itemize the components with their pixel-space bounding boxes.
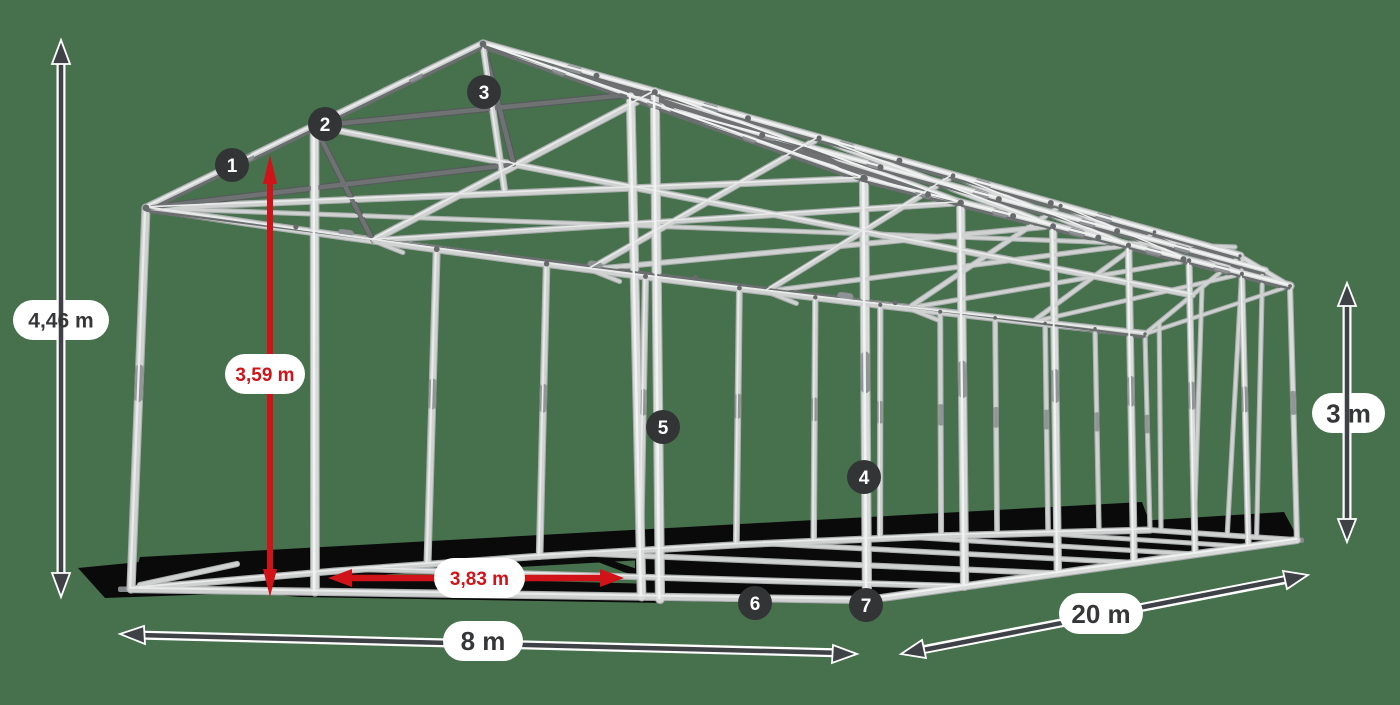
svg-text:4,46 m: 4,46 m xyxy=(28,310,93,333)
svg-text:6: 6 xyxy=(750,594,761,615)
svg-text:8 m: 8 m xyxy=(461,626,506,656)
svg-text:5: 5 xyxy=(658,418,669,439)
svg-text:3 m: 3 m xyxy=(1326,399,1371,429)
svg-text:4: 4 xyxy=(859,468,870,489)
svg-text:20 m: 20 m xyxy=(1071,599,1130,629)
svg-text:1: 1 xyxy=(227,156,238,177)
svg-text:3,83 m: 3,83 m xyxy=(450,569,509,590)
svg-text:3: 3 xyxy=(479,83,490,104)
svg-text:7: 7 xyxy=(861,596,872,617)
svg-text:2: 2 xyxy=(320,115,331,136)
svg-text:3,59 m: 3,59 m xyxy=(235,365,294,386)
